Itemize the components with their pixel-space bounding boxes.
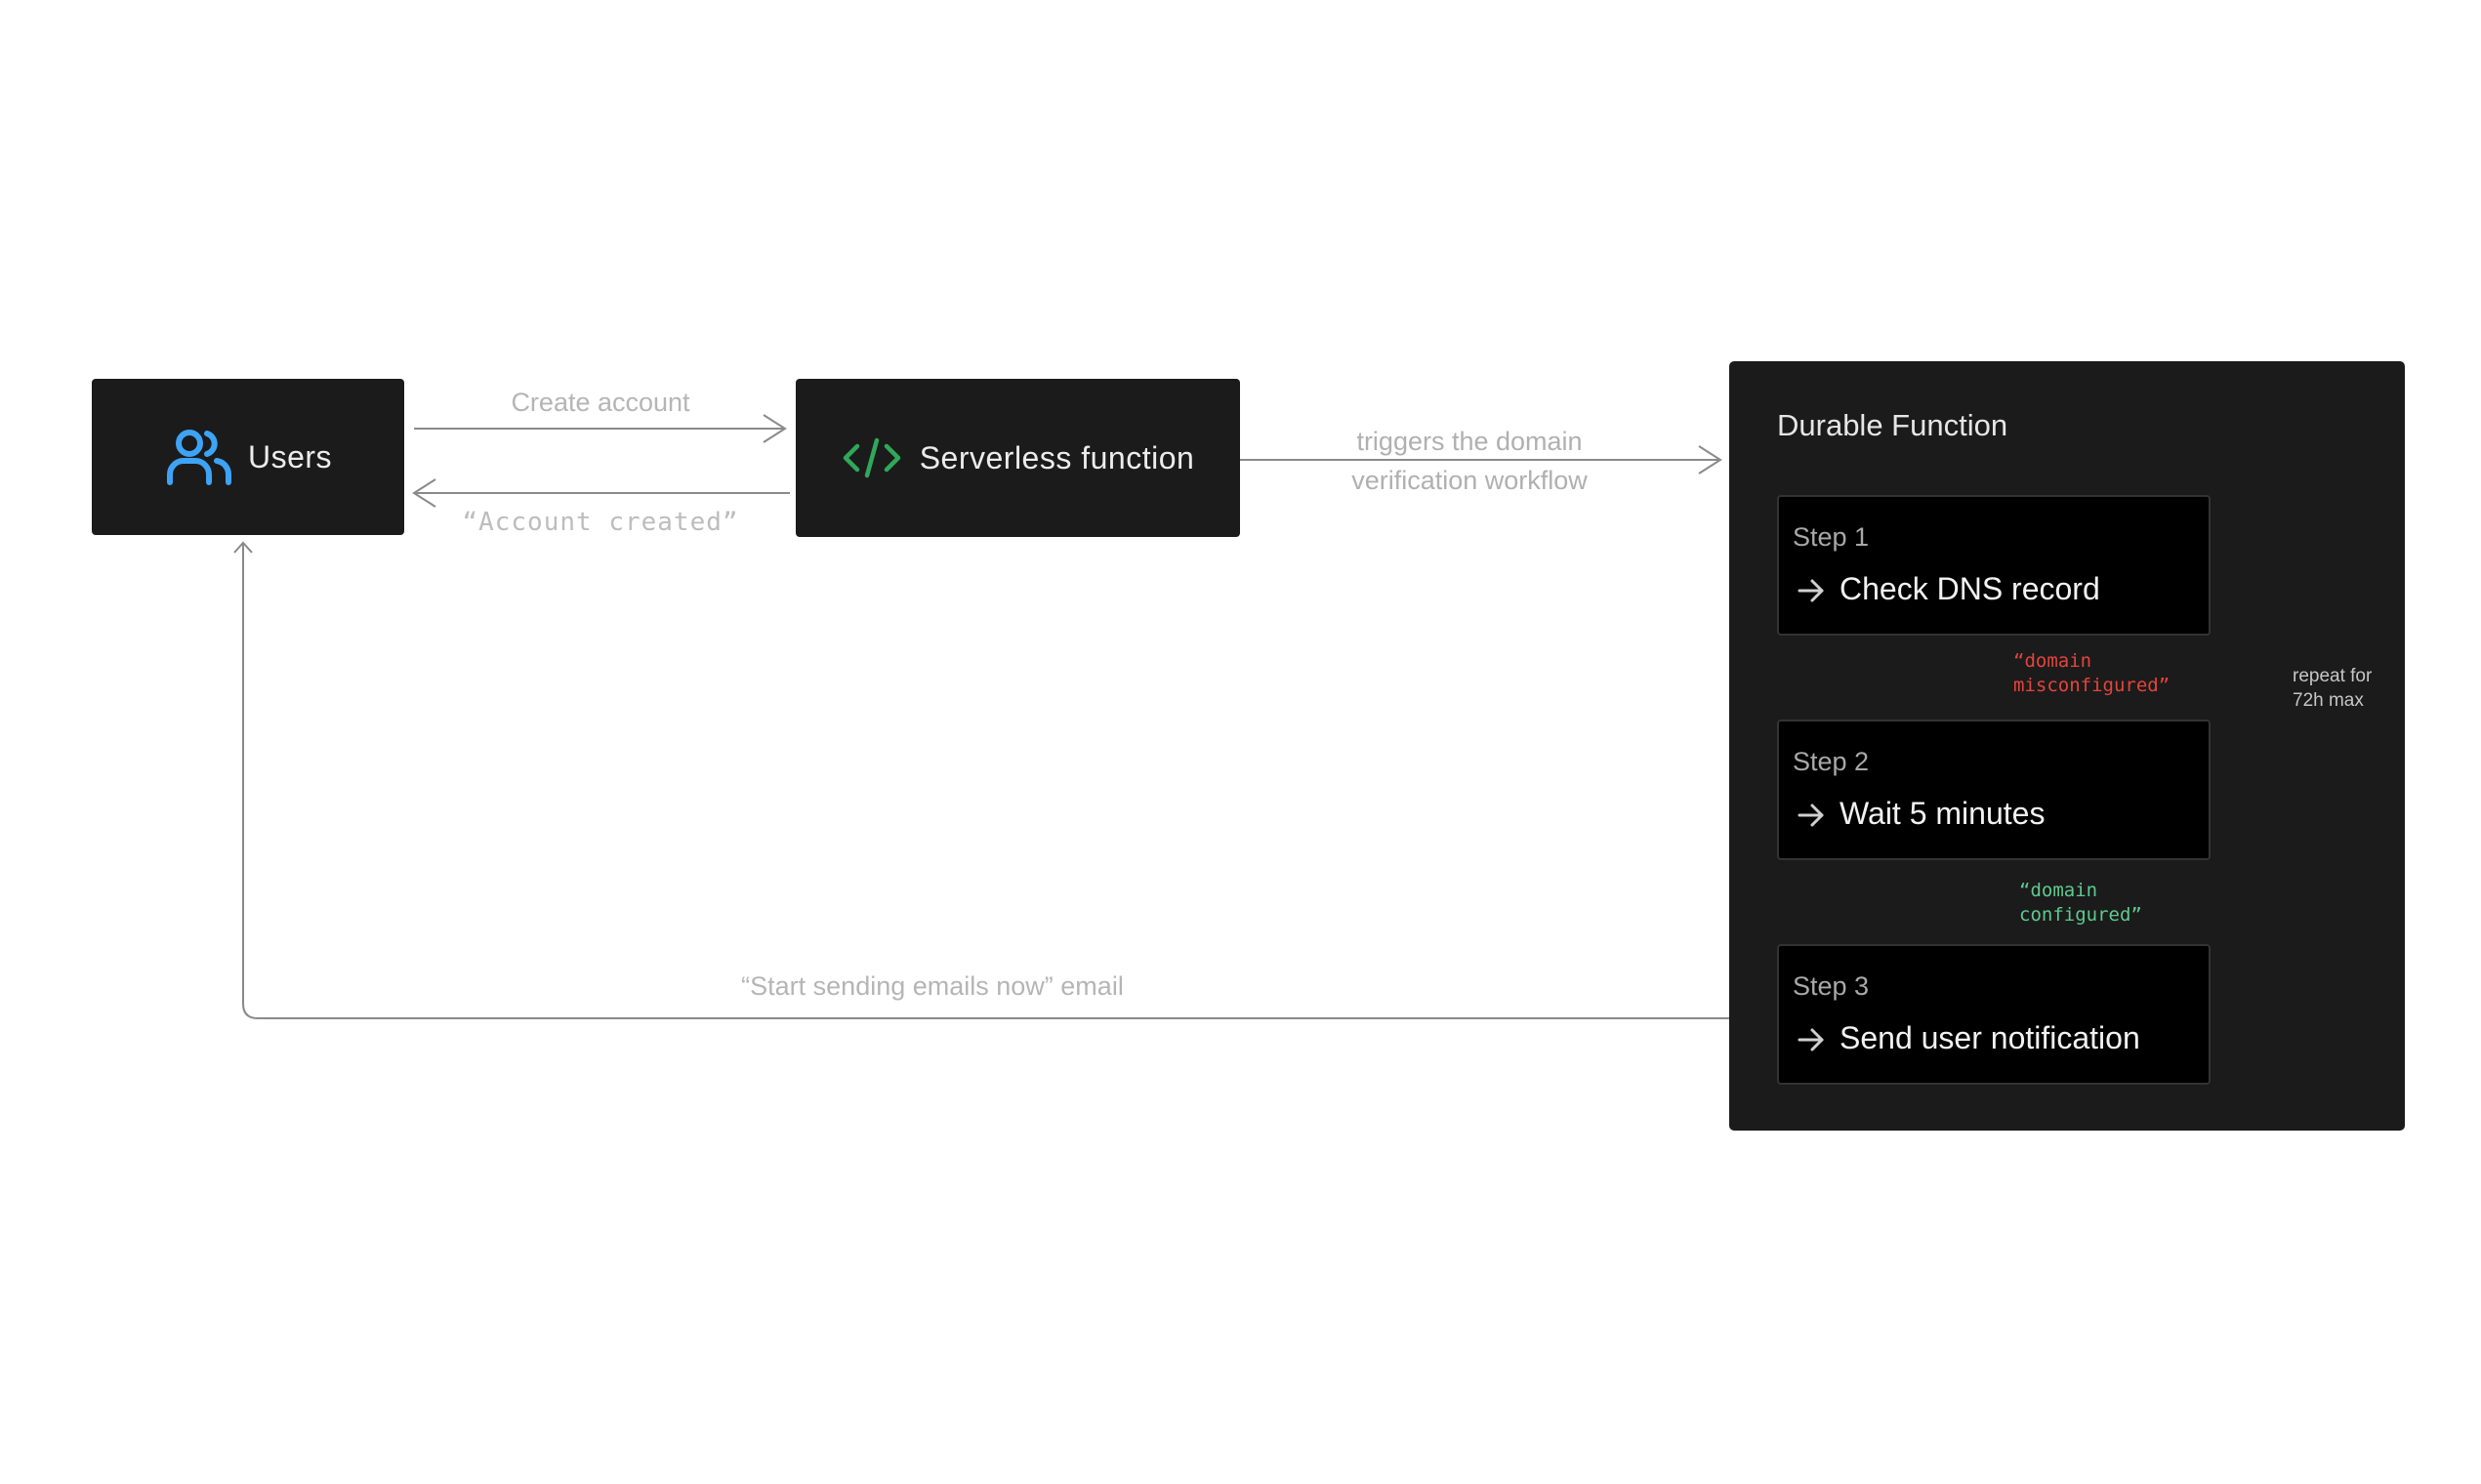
users-label: Users <box>247 438 333 474</box>
edge-start-sending <box>242 543 1777 1019</box>
code-icon <box>842 436 902 479</box>
edge-label-repeat: repeat for 72h max <box>2293 666 2373 711</box>
edge-start-sending-arrowhead <box>233 541 253 554</box>
step-3-number: Step 3 <box>1793 971 1870 1001</box>
edge-account-created-arrowhead <box>412 478 436 508</box>
arrow-right-icon <box>1798 1028 1824 1051</box>
edge-label-start-sending: “Start sending emails now” email <box>741 971 1124 1001</box>
arrow-right-icon <box>1798 579 1824 602</box>
arrow-right-icon <box>1798 804 1824 827</box>
step-3-box[interactable]: Step 3 Send user notification <box>1777 944 2211 1085</box>
edge-triggers-arrowhead <box>1698 445 1722 474</box>
step-3-text: Send user notification <box>1840 1020 2140 1055</box>
edge-label-domain-misconfigured: “domain misconfigured” <box>2013 650 2171 696</box>
step-1-number: Step 1 <box>1793 522 1870 552</box>
durable-function-title: Durable Function <box>1777 408 2008 442</box>
edge-label-domain-configured: “domain configured” <box>2019 880 2142 926</box>
users-icon <box>164 426 234 488</box>
edge-create-account-arrowhead <box>763 414 787 443</box>
step-2-number: Step 2 <box>1793 747 1870 776</box>
edge-label-create-account: Create account <box>511 388 690 417</box>
step-2-text: Wait 5 minutes <box>1840 796 2046 831</box>
step-1-text: Check DNS record <box>1840 571 2100 606</box>
users-node[interactable]: Users <box>92 379 404 535</box>
serverless-function-node[interactable]: Serverless function <box>796 379 1240 537</box>
edge-label-triggers: triggers the domain verification workflo… <box>1351 427 1588 495</box>
step-1-box[interactable]: Step 1 Check DNS record <box>1777 495 2211 636</box>
step-2-box[interactable]: Step 2 Wait 5 minutes <box>1777 720 2211 860</box>
edge-label-account-created: “Account created” <box>462 508 739 537</box>
serverless-function-label: Serverless function <box>919 439 1195 475</box>
